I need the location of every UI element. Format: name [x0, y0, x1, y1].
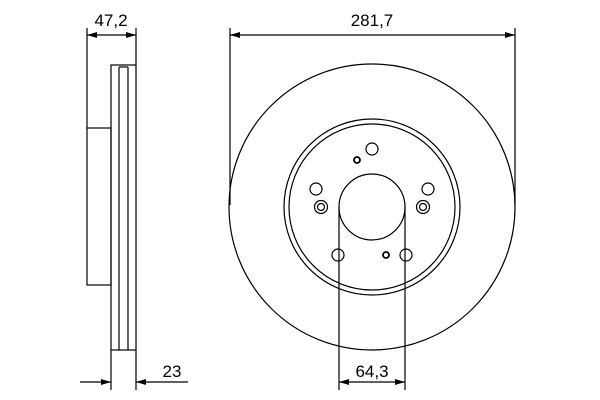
- hole: [331, 248, 345, 262]
- height-dimension-label: 47,2: [94, 11, 127, 30]
- disc-friction-ring: [110, 64, 137, 351]
- hole: [365, 142, 379, 156]
- side-view: [80, 28, 188, 390]
- front-view: [228, 28, 516, 390]
- stud-hole: [313, 199, 329, 215]
- center-bore: [338, 173, 406, 241]
- hole: [382, 251, 390, 259]
- hole: [399, 248, 413, 262]
- hole: [421, 182, 435, 196]
- hub-outer-ring: [283, 118, 461, 296]
- hole: [309, 182, 323, 196]
- diameter-dimension-label: 281,7: [351, 11, 394, 30]
- hole: [353, 156, 361, 164]
- hub-inner-ring: [288, 123, 456, 291]
- bore-dimension-label: 64,3: [355, 362, 388, 381]
- thickness-dimension-label: 23: [163, 362, 182, 381]
- outer-edge: [228, 63, 516, 351]
- stud-hole: [415, 199, 431, 215]
- hat-section: [86, 127, 112, 286]
